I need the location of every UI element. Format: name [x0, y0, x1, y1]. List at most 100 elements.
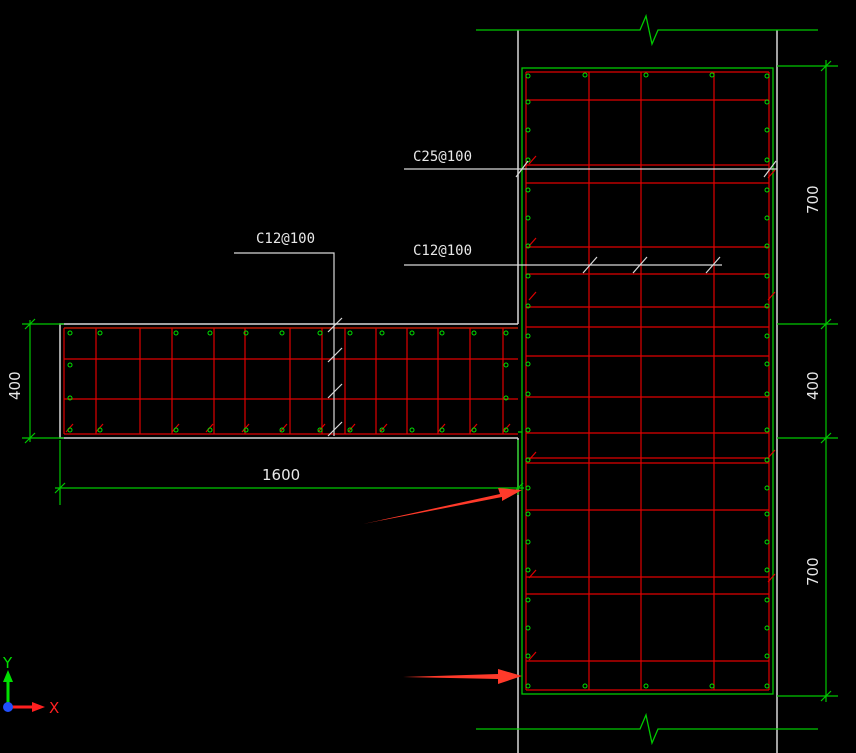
rebar-hook-tick	[767, 449, 776, 459]
bar-dot	[525, 333, 531, 339]
bar-dot	[764, 333, 770, 339]
bar-dot	[764, 391, 770, 397]
bar-dot	[764, 539, 770, 545]
arrow-lower	[403, 669, 522, 684]
ucs-axis-icon: Y X	[2, 654, 59, 717]
bar-dot	[709, 683, 715, 689]
rebar-hook-tick	[528, 155, 537, 165]
break-line-top	[476, 13, 818, 47]
axis-y-label: Y	[2, 654, 13, 672]
bar-dot	[317, 427, 323, 433]
bar-dot	[503, 427, 509, 433]
bar-dot	[525, 99, 531, 105]
bar-dot	[525, 427, 531, 433]
leader-lines	[234, 160, 777, 437]
bar-dot	[243, 330, 249, 336]
bar-dot	[525, 273, 531, 279]
rebar-hook-tick	[767, 573, 776, 583]
bar-dot	[67, 330, 73, 336]
bar-dot	[279, 330, 285, 336]
label-rebar-top: C25@100	[413, 149, 472, 165]
bar-dot	[764, 73, 770, 79]
bar-dot	[525, 511, 531, 517]
dim-beam-length: 1600	[262, 466, 300, 484]
label-rebar-beam: C12@100	[256, 231, 315, 247]
bar-dot	[764, 303, 770, 309]
bar-dot	[525, 625, 531, 631]
bar-dot	[764, 127, 770, 133]
bar-dot	[207, 330, 213, 336]
bar-dot	[582, 72, 588, 78]
stirrup-hooks	[65, 155, 776, 661]
bar-dot	[643, 683, 649, 689]
rebar-hook-tick	[528, 651, 537, 661]
bar-dot	[439, 330, 445, 336]
bar-dot	[525, 653, 531, 659]
bar-dot	[525, 539, 531, 545]
bar-dot	[97, 330, 103, 336]
bar-dot	[173, 427, 179, 433]
bar-dot	[67, 362, 73, 368]
bar-dot	[439, 427, 445, 433]
bar-dot	[243, 427, 249, 433]
bar-dot	[525, 485, 531, 491]
label-rebar-mid: C12@100	[413, 243, 472, 259]
bar-dot	[503, 395, 509, 401]
rebar-hook-tick	[767, 169, 776, 179]
bar-dot	[643, 72, 649, 78]
bar-dot	[525, 683, 531, 689]
bar-dot	[582, 683, 588, 689]
bar-dot	[379, 427, 385, 433]
bar-dot	[525, 567, 531, 573]
bar-dot	[764, 567, 770, 573]
bar-dot	[409, 330, 415, 336]
bar-dot	[97, 427, 103, 433]
bar-dot	[764, 243, 770, 249]
bar-dot	[764, 653, 770, 659]
dim-beam-height: 400	[6, 371, 24, 400]
bar-dot	[525, 597, 531, 603]
member-outlines	[59, 30, 778, 753]
arrow-upper	[363, 488, 522, 524]
bar-dot	[503, 330, 509, 336]
annotation-arrows	[363, 488, 522, 684]
bar-dot	[409, 427, 415, 433]
bar-dot	[379, 330, 385, 336]
bar-dot	[764, 99, 770, 105]
bar-dot	[525, 391, 531, 397]
bar-dot	[764, 625, 770, 631]
rebar-hook-tick	[528, 291, 537, 301]
break-lines	[476, 13, 818, 746]
bar-dot	[207, 427, 213, 433]
dimension-lines	[22, 60, 838, 702]
bar-dot	[764, 157, 770, 163]
axis-origin-icon	[3, 702, 13, 712]
bar-dot	[764, 457, 770, 463]
rebar-hook-tick	[767, 291, 776, 301]
bar-dot	[525, 127, 531, 133]
dim-col-lower: 700	[804, 557, 822, 586]
bar-dot	[764, 683, 770, 689]
bar-dot	[764, 427, 770, 433]
bar-dot	[471, 330, 477, 336]
bar-dot	[471, 427, 477, 433]
bar-dot	[347, 330, 353, 336]
bar-dot	[764, 187, 770, 193]
bar-dot	[317, 330, 323, 336]
bar-dot	[525, 187, 531, 193]
rebar-hook-tick	[528, 451, 537, 461]
bar-dot	[525, 215, 531, 221]
bar-dot	[764, 215, 770, 221]
bar-dot	[347, 427, 353, 433]
bar-dot	[173, 330, 179, 336]
bar-dot	[764, 485, 770, 491]
axis-x-label: X	[49, 699, 59, 717]
bar-dot	[525, 361, 531, 367]
dim-col-upper: 700	[804, 185, 822, 214]
bar-dot	[525, 73, 531, 79]
column-rebar	[525, 71, 770, 691]
bar-dot	[279, 427, 285, 433]
bar-dot	[709, 72, 715, 78]
bar-dot	[764, 273, 770, 279]
